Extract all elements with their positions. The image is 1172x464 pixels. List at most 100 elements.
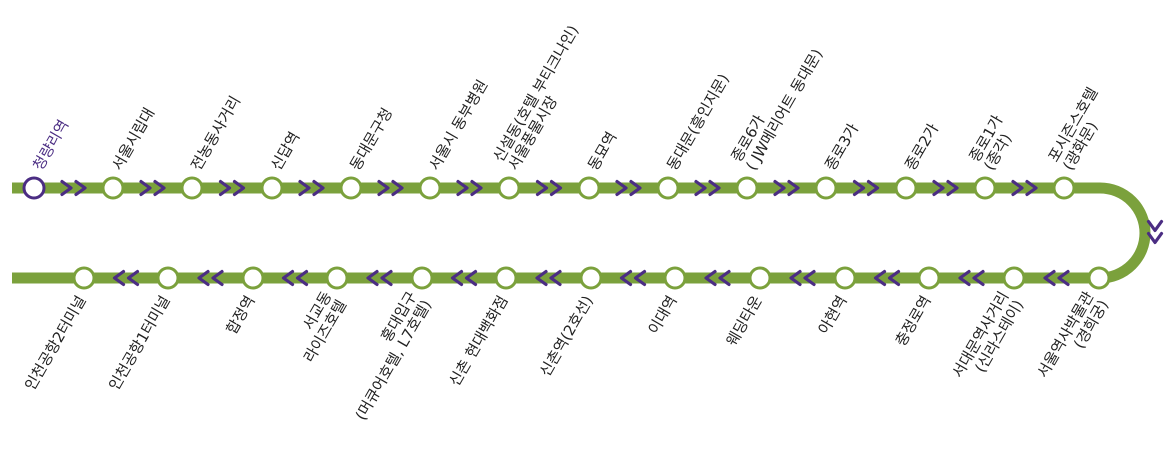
chevron-right-icon [852,179,866,197]
chevron-left-icon [366,269,379,287]
station-marker [339,176,363,200]
chevron-right-icon [615,179,628,197]
chevron-left-icon [549,269,562,287]
chevron-left-icon [1043,269,1056,287]
chevron-right-icon [535,179,549,197]
chevron-left-icon [126,269,140,287]
station-marker [656,176,680,200]
station-marker [917,266,941,290]
chevron-down-icon [1146,231,1164,245]
station-label: 종로6가( JW메리어트 동대문) [727,46,826,174]
station-marker [325,266,349,290]
chevron-left-icon [633,269,647,287]
station-marker [101,176,125,200]
chevron-left-icon [887,269,901,287]
station-label: 충정로역 [892,293,935,350]
chevron-right-icon [629,179,642,197]
station-label-line: 동묘역 [584,129,620,174]
station-marker [418,176,442,200]
station-marker [748,266,772,290]
direction-arrows [60,179,1164,287]
chevron-right-icon [866,179,880,197]
station-label: 서대문역사거리(신라스테이) [949,288,1028,381]
chevron-right-icon [218,179,232,197]
chevron-right-icon [787,179,800,197]
chevron-right-icon [456,179,469,197]
station-marker [156,266,180,290]
station-marker [180,176,204,200]
station-label-line: 신답역 [267,129,303,174]
station-label: 서울시립대 [108,105,158,174]
station-label-line: 서울시립대 [108,105,158,174]
station-marker [494,266,518,290]
station-label-line: 아현역 [815,293,851,338]
station-marker [1087,266,1111,290]
chevron-right-icon [773,179,786,197]
chevron-left-icon [873,269,887,287]
station-marker [894,176,918,200]
chevron-right-icon [139,179,152,197]
chevron-left-icon [535,269,548,287]
chevron-down-icon [1146,219,1164,233]
station-marker [260,176,284,200]
station-label: 종로3가 [821,120,862,173]
chevron-left-icon [619,269,633,287]
chevron-left-icon [789,269,802,287]
station-label: 신촌역(2호선) [536,293,597,380]
station-label: 이대역 [645,293,681,338]
station-label-line: 동대문(흥인지문) [663,71,733,174]
chevron-right-icon [932,179,945,197]
chevron-left-icon [803,269,816,287]
station-marker [1002,266,1026,290]
station-marker [1052,176,1076,200]
chevron-left-icon [450,269,464,287]
station-label: 동묘역 [584,129,620,174]
station-marker [410,266,434,290]
chevron-left-icon [972,269,985,287]
station-marker [814,176,838,200]
station-label: 청량리역 [29,117,72,174]
chevron-right-icon [232,179,246,197]
chevron-right-icon [377,179,390,197]
station-marker [663,266,687,290]
chevron-left-icon [704,269,717,287]
chevron-right-icon [708,179,721,197]
chevron-left-icon [211,269,224,287]
station-label: 포시즌스호텔(광화문) [1044,84,1101,173]
station-marker [577,176,601,200]
station-label: 신답역 [267,129,303,174]
chevron-left-icon [112,269,126,287]
station-label-line: 신촌역(2호선) [536,293,597,380]
station-label: 홍대입구(머큐어호텔, L7호텔) [352,288,435,423]
station-label-line: ( JW메리어트 동대문) [742,46,826,174]
stations [22,176,1111,290]
station-label-line: 동대문구청 [346,105,396,174]
station-label-line: 전농동사거리 [187,93,244,174]
station-label: 서울역사박물관(경희궁) [1034,288,1113,381]
station-label-line: 신촌 현대백화점 [446,293,512,390]
chevron-right-icon [694,179,707,197]
station-label: 신촌 현대백화점 [446,293,512,390]
chevron-right-icon [74,179,87,197]
chevron-left-icon [1057,269,1070,287]
station-marker [973,176,997,200]
station-label: 종로1가(종각) [965,112,1015,174]
chevron-right-icon [549,179,563,197]
station-label-line: 인천공항2터미널 [21,293,90,394]
chevron-right-icon [470,179,483,197]
station-label: 신설동(호텔 부티크나인)서울풍물시장 [489,22,582,173]
chevron-right-icon [298,179,311,197]
station-marker [241,266,265,290]
station-label-line: 서울시 동부병원 [425,77,491,174]
station-label-line: 종로3가 [821,120,862,173]
station-label: 합정역 [223,293,259,338]
station-marker [497,176,521,200]
chevron-right-icon [153,179,166,197]
chevron-right-icon [1011,179,1024,197]
chevron-left-icon [464,269,478,287]
chevron-right-icon [312,179,325,197]
chevron-left-icon [380,269,393,287]
